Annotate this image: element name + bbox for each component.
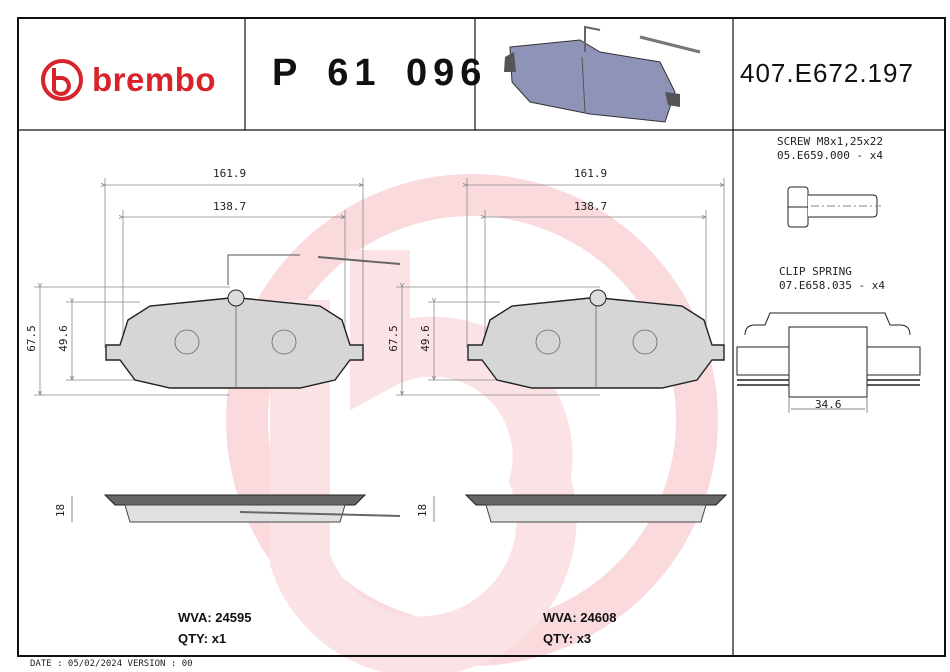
pad-info-left: WVA: 24595 QTY: x1: [178, 607, 251, 649]
dim-height-inner-right: 49.6: [418, 325, 432, 352]
reference-code: 407.E672.197: [740, 58, 914, 88]
pad-side-view-left: [71, 494, 401, 523]
screw-code: 05.E659.000 - x4: [777, 149, 883, 162]
pad-side-view-right: [433, 494, 728, 523]
brembo-logo: brembo: [40, 58, 216, 102]
dim-thickness-right: 18: [416, 503, 430, 518]
clip-spring-code: 07.E658.035 - x4: [779, 279, 885, 292]
screw-name: SCREW M8x1,25x22: [777, 135, 883, 148]
wva-number: WVA: 24608: [543, 610, 617, 625]
brake-pad-image: [504, 25, 701, 123]
dim-width-inner-left: 138.7: [213, 200, 247, 213]
screw-icon: [787, 186, 881, 228]
quantity: QTY: x3: [543, 631, 592, 646]
wva-number: WVA: 24595: [178, 610, 252, 625]
dim-height-outer-right: 67.5: [386, 325, 400, 352]
quantity: QTY: x1: [178, 631, 227, 646]
drawing-frame: [17, 17, 946, 657]
clip-spring-name: CLIP SPRING: [779, 265, 852, 278]
brembo-logo-icon: [41, 59, 83, 101]
pad-front-view-left: [34, 178, 401, 395]
dim-height-outer-left: 67.5: [24, 325, 38, 352]
clip-spring-dimension: 34.6: [815, 398, 842, 411]
dim-width-inner-right: 138.7: [574, 200, 608, 213]
dim-width-outer-right: 161.9: [574, 167, 608, 180]
dim-height-inner-left: 49.6: [56, 325, 70, 352]
date-version: DATE : 05/02/2024 VERSION : 00: [30, 659, 193, 669]
dim-width-outer-left: 161.9: [213, 167, 247, 180]
technical-drawing: [34, 178, 728, 523]
part-number: P 61 096: [272, 52, 488, 94]
pad-front-view-right: [396, 178, 724, 395]
clip-spring-icon: [736, 312, 921, 413]
dim-thickness-left: 18: [54, 503, 68, 518]
pad-info-right: WVA: 24608 QTY: x3: [543, 607, 616, 649]
brand-name: brembo: [92, 61, 217, 98]
